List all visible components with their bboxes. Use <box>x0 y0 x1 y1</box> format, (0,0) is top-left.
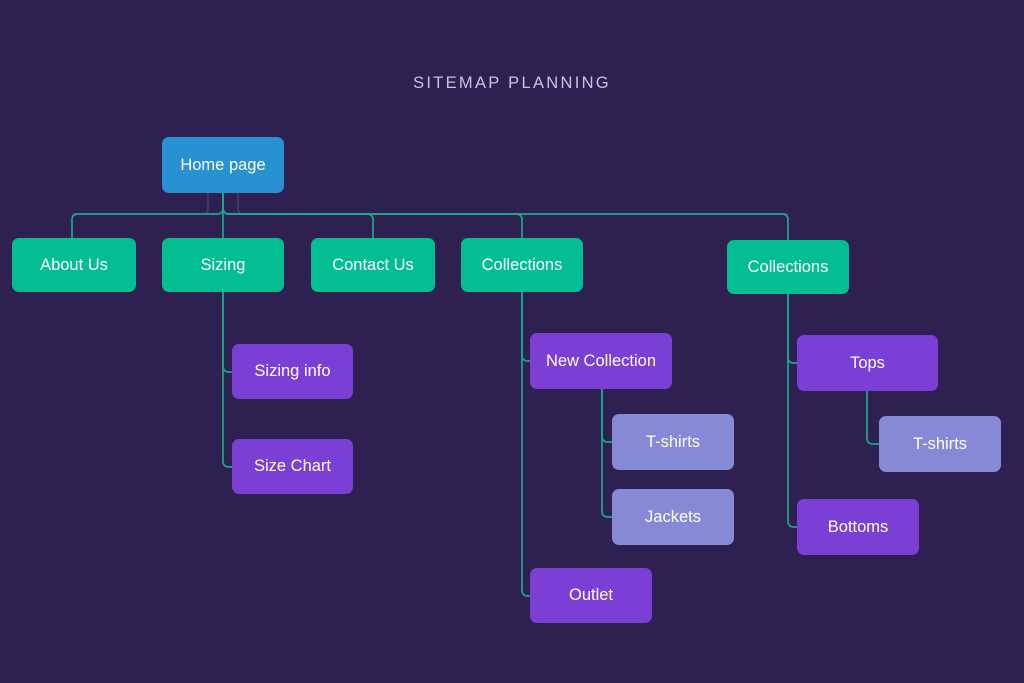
node-label: Collections <box>747 257 829 276</box>
edge-collections1-to-new-collection <box>521 291 531 362</box>
node-label: Home page <box>180 155 266 174</box>
edge-sizing-to-sizing-info <box>222 291 233 373</box>
node-label: Sizing <box>200 255 246 274</box>
edge-new-collection-to-tshirts <box>601 388 613 443</box>
node-outlet[interactable]: Outlet <box>530 568 652 623</box>
edge-home-to-about <box>71 192 224 239</box>
node-label: Contact Us <box>332 255 414 274</box>
edge-home-stub-left <box>71 192 209 215</box>
page-title: SITEMAP PLANNING <box>413 74 611 92</box>
node-contact-us[interactable]: Contact Us <box>311 238 435 292</box>
node-sizing-info[interactable]: Sizing info <box>232 344 353 399</box>
node-about-us[interactable]: About Us <box>12 238 136 292</box>
node-collections-primary[interactable]: Collections <box>461 238 583 292</box>
node-label: New Collection <box>545 351 657 370</box>
node-home-page[interactable]: Home page <box>162 137 284 193</box>
node-jackets[interactable]: Jackets <box>612 489 734 545</box>
edge-home-to-collections-2 <box>222 192 789 241</box>
node-label: Collections <box>481 255 563 274</box>
edge-collections2-to-tops <box>787 293 798 364</box>
edge-home-to-collections-1 <box>222 192 523 239</box>
node-label: About Us <box>40 255 108 274</box>
edge-collections1-to-outlet <box>521 291 531 597</box>
node-sizing[interactable]: Sizing <box>162 238 284 292</box>
node-tops[interactable]: Tops <box>797 335 938 391</box>
node-label: Size Chart <box>253 457 332 476</box>
node-tshirts-tops[interactable]: T-shirts <box>879 416 1001 472</box>
node-label: Outlet <box>568 586 614 605</box>
edge-sizing-to-size-chart <box>222 291 233 468</box>
node-label: T-shirts <box>912 434 968 453</box>
edge-new-collection-to-jackets <box>601 388 613 518</box>
node-collections-secondary[interactable]: Collections <box>727 240 849 294</box>
node-label: Tops <box>850 353 885 372</box>
node-label: Sizing info <box>254 362 331 381</box>
node-label: Bottoms <box>827 517 889 536</box>
node-size-chart[interactable]: Size Chart <box>232 439 353 494</box>
node-bottoms[interactable]: Bottoms <box>797 499 919 555</box>
node-label: T-shirts <box>645 432 701 451</box>
edge-tops-to-tshirts <box>866 390 880 445</box>
node-tshirts-new-collection[interactable]: T-shirts <box>612 414 734 470</box>
node-label: Jackets <box>645 507 701 526</box>
edge-collections2-to-bottoms <box>787 293 798 528</box>
edge-home-stub-right <box>237 192 789 215</box>
node-new-collection[interactable]: New Collection <box>530 333 672 389</box>
edge-home-to-contact <box>222 192 374 239</box>
